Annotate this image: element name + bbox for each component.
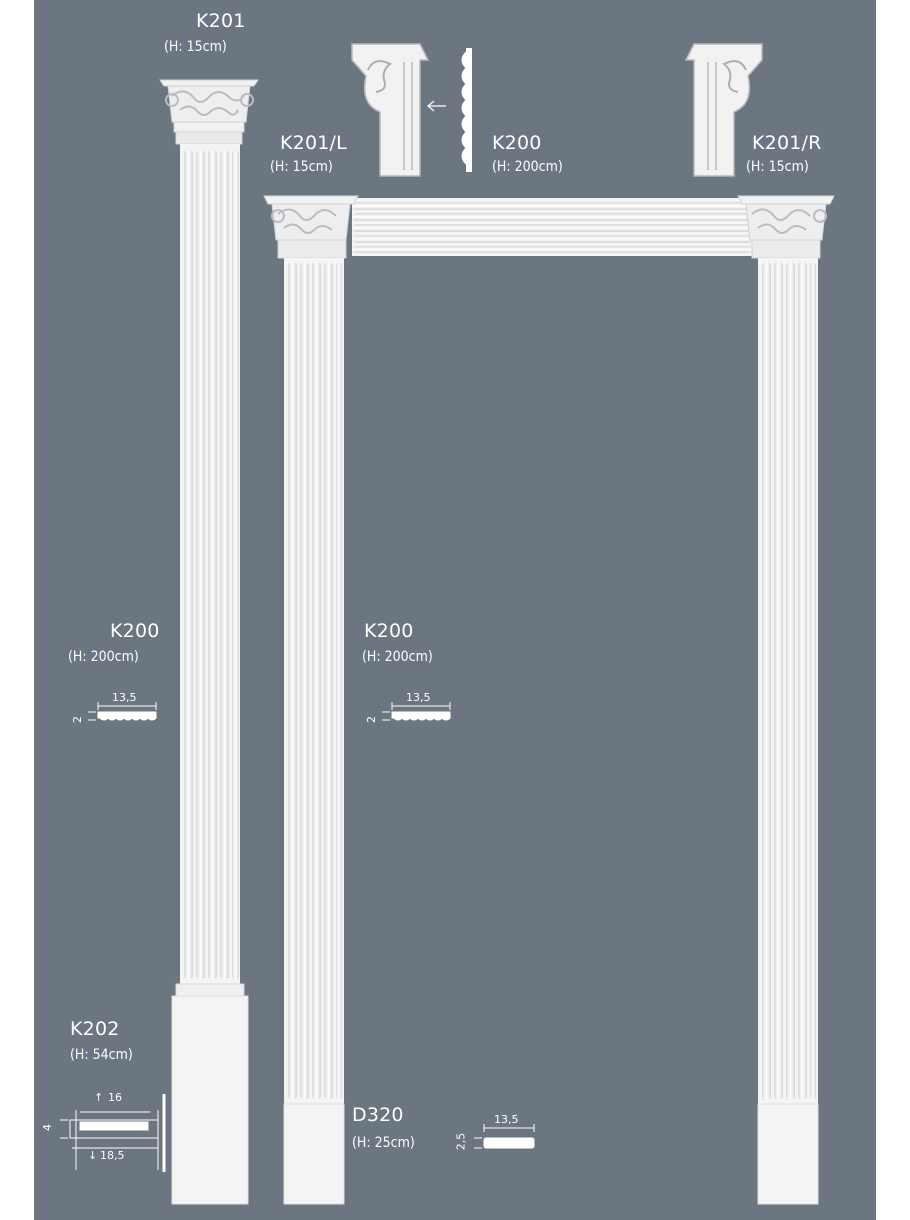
k202-code: K202 [70, 1018, 120, 1040]
k200-middle-code: K200 [364, 620, 414, 642]
k202-bottom-width-dim: 18,5 [100, 1149, 125, 1162]
k200-middle-width-dim: 13,5 [406, 691, 431, 704]
d320-code: D320 [352, 1104, 404, 1126]
door-frame [263, 195, 835, 1205]
arrow-icon [427, 100, 446, 112]
frame-left-capital [263, 195, 359, 259]
k200-profile-left-drawing [88, 702, 157, 721]
k202-top-width-dim: 16 [108, 1091, 122, 1104]
k201-right-height: (H: 15cm) [746, 159, 809, 175]
k202-profile-drawing [60, 1094, 166, 1172]
left-pilaster-base-cap [175, 983, 245, 997]
left-pilaster-flutes [184, 150, 239, 980]
k201-left-height: (H: 15cm) [270, 159, 333, 175]
left-pilaster [159, 79, 259, 1205]
k201-right-detail [684, 43, 763, 177]
k200-left-depth-dim: 2 [71, 716, 84, 723]
k201-top-code: K201 [196, 10, 246, 32]
frame-right-capital [737, 195, 835, 259]
left-pilaster-base [171, 995, 249, 1205]
k201-right-code: K201/R [752, 132, 822, 154]
frame-left-flutes [288, 262, 342, 1100]
frame-right-flutes [762, 262, 816, 1100]
lintel-flutes [352, 202, 752, 253]
k201-top-height: (H: 15cm) [164, 39, 227, 55]
k202-bottom-width-arrow: ↓ [88, 1149, 98, 1162]
k200-left-height: (H: 200cm) [68, 649, 139, 665]
k200-middle-height: (H: 200cm) [362, 649, 433, 665]
k200-profile-detail [461, 48, 472, 172]
k201-left-code: K201/L [280, 132, 347, 154]
d320-height: (H: 25cm) [352, 1135, 415, 1151]
k200-top-height: (H: 200cm) [492, 159, 563, 175]
k202-depth-dim: 4 [41, 1124, 54, 1131]
k202-height: (H: 54cm) [70, 1047, 133, 1063]
d320-profile-drawing [474, 1124, 535, 1149]
k201-left-detail [351, 43, 430, 177]
k200-left-code: K200 [110, 620, 160, 642]
left-pilaster-capital [159, 79, 259, 145]
k200-middle-depth-dim: 2 [365, 716, 378, 723]
k202-top-width-arrow: ↑ [94, 1091, 104, 1104]
k200-profile-middle-drawing [382, 702, 451, 721]
k200-left-width-dim: 13,5 [112, 691, 137, 704]
d320-depth-dim: 2,5 [454, 1132, 468, 1151]
d320-width-dim: 13,5 [494, 1113, 519, 1126]
frame-left-plinth [283, 1103, 345, 1205]
frame-right-plinth [757, 1103, 819, 1205]
k200-top-code: K200 [492, 132, 542, 154]
